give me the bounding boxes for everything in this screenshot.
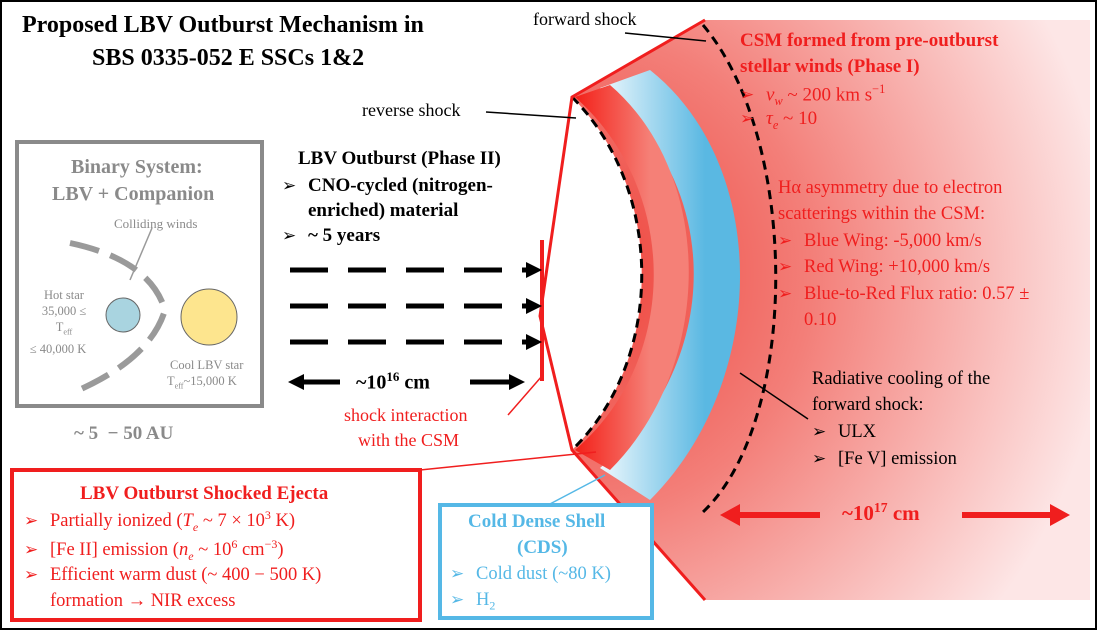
- cooling-leader: [739, 372, 809, 420]
- cooling-line-1: Radiative cooling of the: [812, 369, 991, 389]
- ejecta-box: [10, 468, 422, 622]
- binary-title-1: Binary System:: [71, 156, 203, 178]
- outflow-arrows: [290, 262, 542, 350]
- colliding-winds-label: Colliding winds: [114, 216, 198, 231]
- cds-band: [600, 70, 740, 500]
- csm-bullet-vw: ➢vw ~ 200 km s−1: [740, 82, 886, 109]
- cds-leader: [547, 474, 606, 506]
- csm-title-1: CSM formed from pre-outburst: [740, 30, 999, 51]
- scale-arrow-17: [720, 504, 1070, 526]
- cds-bullet-1: ➢Cold dust (~80 K): [450, 564, 611, 584]
- scale-label-17: ~1017 cm: [842, 500, 920, 525]
- reverse-shock-line: [570, 95, 644, 452]
- reverse-shock-interior: [572, 97, 642, 450]
- halpha-bullet-3-cont: 0.10: [804, 310, 837, 330]
- cooling-line-2: forward shock:: [812, 395, 924, 415]
- colliding-winds-arc: [69, 240, 169, 396]
- ejecta-bullet-3-cont: formation → NIR excess: [50, 591, 236, 611]
- ejecta-bullet-1: ➢Partially ionized (Te ~ 7 × 103 K): [24, 508, 296, 534]
- cool-lbv-star: [180, 288, 238, 346]
- hot-star-label: Hot star 35,000 ≤ Teff ≤ 40,000 K: [29, 288, 87, 356]
- title-line-2: SBS 0335-052 E SSCs 1&2: [92, 45, 365, 71]
- scale-arrow-16: [288, 374, 525, 390]
- halpha-line-2: scatterings within the CSM:: [778, 204, 986, 224]
- cooling-bullet-2: ➢[Fe V] emission: [812, 449, 957, 469]
- scale-label-16: ~1016 cm: [356, 369, 430, 394]
- forward-shock-line: [701, 24, 778, 514]
- csm-title-2: stellar winds (Phase I): [740, 56, 920, 77]
- halpha-bullet-1: ➢Blue Wing: -5,000 km/s: [778, 231, 982, 251]
- ejecta-bullet-3: ➢Efficient warm dust (~ 400 − 500 K): [24, 565, 322, 585]
- reverse-shock-leader: [485, 111, 577, 119]
- shock-interaction-label-2: with the CSM: [358, 430, 460, 450]
- cds-title-1: Cold Dense Shell: [468, 511, 606, 532]
- cds-bullet-2: ➢H2: [450, 590, 496, 613]
- binary-title-2: LBV + Companion: [52, 183, 215, 205]
- ejecta-bullet-2: ➢[Fe II] emission (ne ~ 106 cm−3): [24, 537, 284, 563]
- title-line-1: Proposed LBV Outburst Mechanism in: [22, 12, 424, 38]
- shock-interaction-label-1: shock interaction: [344, 405, 468, 425]
- binary-panel: [15, 140, 264, 408]
- halpha-line-1: Hα asymmetry due to electron: [778, 178, 1003, 198]
- shock-interaction-leader: [507, 375, 543, 416]
- cds-title-2: (CDS): [517, 537, 568, 558]
- csm-bullet-tau: ➢τe ~ 10: [740, 108, 818, 132]
- binary-scale: ~ 5 − 50 AU: [74, 423, 174, 444]
- outburst-title: LBV Outburst (Phase II): [298, 148, 501, 169]
- cool-star-label: Cool LBV star Teff~15,000 K: [167, 358, 244, 391]
- cooling-bullet-1: ➢ULX: [812, 422, 877, 442]
- forward-shock-label: forward shock: [533, 9, 637, 29]
- ejecta-band: [575, 85, 689, 470]
- forward-shock-leader: [624, 32, 707, 42]
- halpha-bullet-3: ➢Blue-to-Red Flux ratio: 0.57 ±: [778, 284, 1030, 304]
- halpha-bullet-2: ➢Red Wing: +10,000 km/s: [778, 257, 991, 277]
- colliding-winds-leader: [129, 227, 153, 281]
- ejecta-leader: [419, 451, 597, 471]
- outburst-bullet-1-cont: enriched) material: [308, 200, 459, 221]
- hot-star: [105, 297, 141, 333]
- ejecta-title: LBV Outburst Shocked Ejecta: [80, 483, 329, 504]
- reverse-shock-label: reverse shock: [362, 100, 461, 120]
- outburst-bullet-2: ➢~ 5 years: [282, 225, 381, 246]
- cds-box: [438, 503, 654, 620]
- outburst-bullet-1: ➢CNO-cycled (nitrogen-: [282, 175, 493, 196]
